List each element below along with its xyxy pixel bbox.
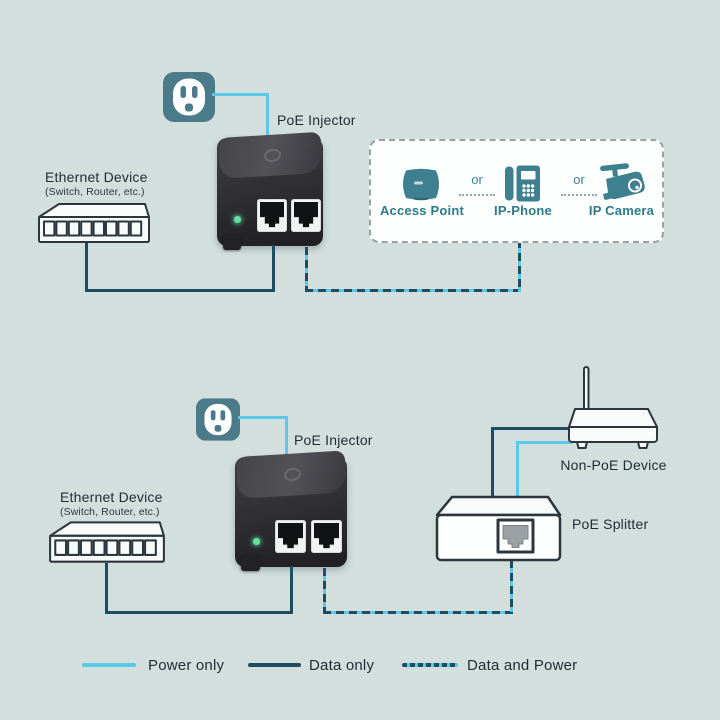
data-line-segment: [272, 245, 275, 292]
ip-phone-label: IP-Phone: [494, 203, 552, 218]
legend-data-label: Data only: [309, 657, 375, 674]
data-power-line-segment: [510, 560, 513, 614]
poe-injector-label: PoE Injector: [294, 432, 373, 448]
ethernet-device-label: Ethernet Device: [45, 169, 148, 185]
ip-camera-label: IP Camera: [588, 203, 655, 218]
power-line-segment: [516, 441, 572, 444]
ip-camera-icon: [597, 163, 646, 204]
ethernet-device-sublabel: (Switch, Router, etc.): [45, 186, 145, 198]
led-indicator: [253, 538, 260, 545]
rj45-port-icon: [311, 520, 342, 553]
power-line-segment: [285, 416, 288, 460]
data-line-segment: [105, 611, 293, 614]
power-line-segment: [238, 416, 288, 419]
poe-injector-device: [235, 457, 347, 571]
access-point-label: Access Point: [379, 203, 465, 218]
data-line-segment: [491, 427, 572, 430]
power-outlet-icon: [163, 72, 215, 122]
rj45-port-icon: [275, 520, 306, 553]
data-line-segment: [105, 563, 108, 614]
legend-power-label: Power only: [148, 657, 225, 674]
or-dotted-line: [561, 194, 597, 196]
power-line-segment: [266, 93, 269, 143]
poe-injector-label: PoE Injector: [277, 112, 356, 128]
poe-splitter-label: PoE Splitter: [572, 516, 649, 532]
legend-data-power-swatch: [402, 663, 458, 667]
ethernet-switch-icon: [36, 200, 152, 245]
data-line-segment: [85, 243, 88, 292]
ip-phone-icon: [504, 164, 541, 203]
data-line-segment: [491, 427, 494, 497]
data-line-segment: [290, 566, 293, 614]
or-separator: or: [471, 172, 483, 187]
data-power-line-segment: [518, 240, 521, 292]
non-poe-device-label: Non-PoE Device: [560, 457, 667, 473]
power-outlet-icon: [196, 398, 240, 441]
data-line-segment: [85, 289, 275, 292]
powered-devices-box: or or: [369, 139, 664, 243]
rj45-port-icon: [291, 199, 321, 232]
data-power-line-segment: [323, 568, 326, 614]
poe-injector-device: [217, 138, 323, 250]
data-power-line-segment: [305, 247, 308, 292]
ethernet-device-label: Ethernet Device: [60, 489, 163, 505]
injector-mount-tab: [223, 234, 241, 250]
or-dotted-line: [459, 194, 495, 196]
data-power-line-segment: [323, 611, 513, 614]
access-point-icon: [399, 166, 443, 203]
non-poe-device-icon: [560, 364, 665, 454]
ethernet-switch-icon: [47, 518, 167, 565]
led-indicator: [234, 216, 241, 223]
legend-data-swatch: [248, 663, 301, 667]
power-line-segment: [516, 441, 519, 497]
legend-data-power-label: Data and Power: [467, 657, 578, 674]
data-power-line-segment: [305, 289, 521, 292]
power-line-segment: [212, 93, 269, 96]
rj45-port-icon: [257, 199, 287, 232]
poe-splitter-icon: [435, 494, 565, 564]
injector-mount-tab: [241, 555, 260, 571]
ethernet-device-sublabel: (Switch, Router, etc.): [60, 506, 160, 518]
legend-power-swatch: [82, 663, 136, 667]
or-separator: or: [573, 172, 585, 187]
